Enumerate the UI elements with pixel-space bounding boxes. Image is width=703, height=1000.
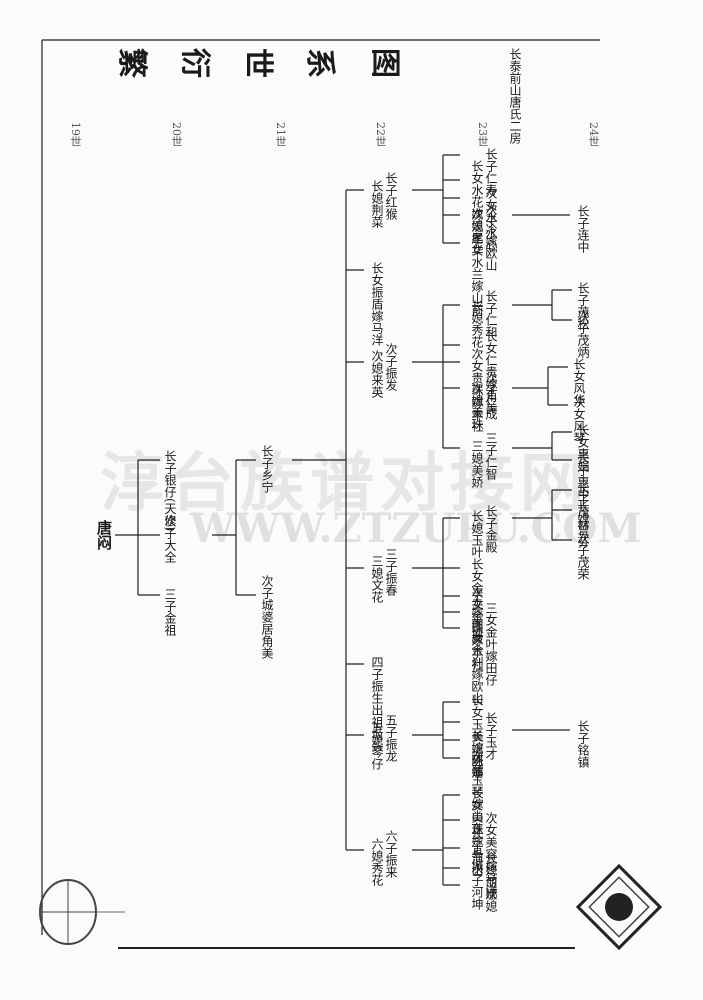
node-g23-04: 次子水心: [484, 203, 498, 251]
node-g23-25: 长女美珠嫁县城: [470, 787, 484, 871]
node-g24-03: 次子茂炳: [576, 310, 590, 358]
node-g24-01: 长子连中: [576, 205, 590, 253]
node-g24-05: 次女风琴: [572, 396, 586, 444]
node-g23-17: 长女金玉嫁下房: [470, 558, 484, 642]
node-g23-02: 长女水花嫁溪尾: [470, 160, 484, 244]
gen-label-19: 19世: [69, 122, 82, 147]
node-g23-28: 长媳丽娜: [484, 852, 498, 900]
node-g21-2: 次子城婆居角美: [260, 575, 274, 659]
node-g23-21: 长女玉美嫁珠浦: [470, 694, 484, 778]
node-g23-26: 次女美容嫁马洋: [484, 812, 498, 896]
title-char-4: 系: [302, 48, 337, 78]
watermark-cn: 淳台族谱对接网: [100, 446, 590, 521]
node-g22-4a: 三子振春: [384, 548, 398, 596]
node-g24-11: 长子铭镇: [576, 720, 590, 768]
node-root: 唐闷: [95, 520, 113, 550]
gen-label-23: 23世: [476, 122, 489, 147]
node-g23-30: 次媳: [484, 888, 498, 912]
node-g24-10: 次子茂荣: [576, 532, 590, 580]
node-g22-3b: 次媳来英: [370, 350, 384, 398]
node-g21-1: 长子乡宁: [260, 445, 274, 493]
node-g23-12: 次媳美珠: [470, 382, 484, 430]
gen-label-22: 22世: [374, 122, 387, 147]
node-g24-08: 长子茂林: [576, 482, 590, 530]
node-g23-09: 长女仁贵嫁角美: [484, 330, 498, 414]
node-g24-02: 长子茂松: [576, 282, 590, 330]
node-g23-22: 长子玉才: [484, 712, 498, 760]
node-g22-2: 长女振盾嫁马洋: [370, 262, 384, 346]
node-g22-7a: 六子振来: [384, 830, 398, 878]
node-g20-3: 三子金祖: [163, 588, 177, 636]
branch-label: 长泰前山唐氏二房: [508, 48, 522, 144]
node-g23-15: 长子金殿: [484, 505, 498, 553]
node-g23-23: 长媳阿娜: [470, 730, 484, 778]
node-g23-24: 次女玉琴嫁山东: [470, 750, 484, 834]
node-g20-1: 长子银仔(天修): [163, 450, 177, 532]
node-g23-10: 次女贵珠嫁本社: [470, 348, 484, 432]
node-g23-16: 长媳玉叶: [470, 510, 484, 558]
node-g23-01: 长子仁寿: [484, 148, 498, 196]
node-g24-06: 长女惠娟: [576, 424, 590, 472]
node-g22-6a: 五子振龙: [384, 714, 398, 762]
node-g23-27: 长子河山: [470, 828, 484, 876]
seal-ornament: [575, 863, 663, 951]
node-g23-07: 长子仁和: [484, 290, 498, 338]
lantern-ornament: [39, 879, 125, 945]
node-g22-3a: 次子振发: [384, 343, 398, 391]
node-g23-29: 次子河坤: [470, 862, 484, 910]
node-g22-6b: 五媳琴仔: [370, 722, 384, 770]
node-g23-03: 次女水冷嫁欧山: [484, 187, 498, 271]
gen-label-20: 20世: [170, 122, 183, 147]
node-g22-7b: 六媳秀花: [370, 838, 384, 886]
node-g22-5: 四子振生出祖坂头: [370, 656, 384, 752]
node-g23-18: 次女金珠嫁本社: [470, 586, 484, 670]
node-g23-05: 次媳孝华: [470, 208, 484, 256]
node-g23-19: 三女金叶嫁田仔: [484, 602, 498, 686]
title-char-1: 繁: [114, 48, 149, 78]
node-g22-1b: 长媳荆菜: [370, 180, 384, 228]
gen-label-21: 21世: [274, 122, 287, 147]
title-char-5: 图: [367, 48, 402, 78]
node-g23-11: 次子仁成: [484, 372, 498, 420]
gen-label-24: 24世: [587, 122, 600, 147]
node-g22-4b: 三媳文花: [370, 555, 384, 603]
node-g24-04: 长女风华: [572, 358, 586, 406]
node-g23-06: 三女水兰嫁山前: [470, 232, 484, 316]
watermark-en: WWW.ZTZUPU.COM: [190, 505, 642, 552]
node-g24-07: 长子惠中: [576, 452, 590, 500]
node-g23-20: 四女金刹嫁欧山: [470, 620, 484, 704]
title-char-3: 世: [240, 48, 275, 78]
title-char-2: 衍: [177, 48, 212, 78]
node-g23-13: 三子仁智: [484, 432, 498, 480]
node-g23-08: 长媳秀花: [470, 300, 484, 348]
node-g20-2: 次子大全: [163, 515, 177, 563]
node-g24-09: 长媳曾芬: [576, 500, 590, 548]
node-g23-14: 三媳美娇: [470, 440, 484, 488]
node-g22-1a: 长子红猴: [384, 172, 398, 220]
